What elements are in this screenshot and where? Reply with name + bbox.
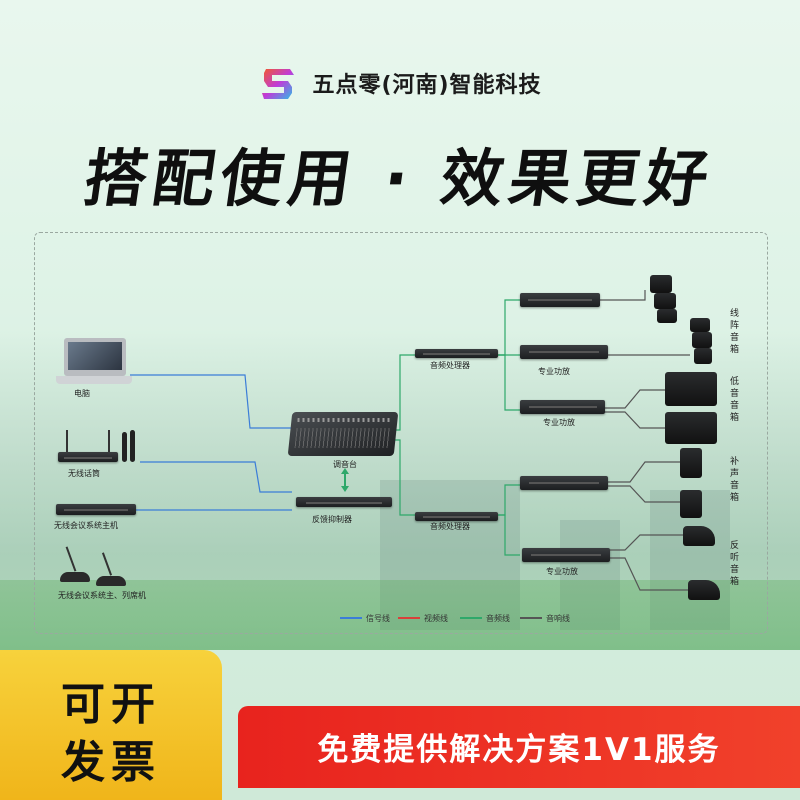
conference-host-label: 无线会议系统主机: [54, 521, 118, 530]
subwoofer-label: 低音音箱: [730, 377, 740, 423]
laptop-icon: [64, 338, 126, 376]
audio-line-dsp-top: [395, 354, 415, 431]
computer-label: 电脑: [74, 389, 90, 398]
amp-device: [520, 345, 608, 359]
monitor-label: 反听音箱: [730, 541, 740, 587]
amp-label-2: 专业功放: [543, 418, 575, 427]
legend-swatch: [340, 617, 362, 619]
microphone-icon: [130, 430, 135, 462]
line-array-speaker: [694, 348, 712, 364]
wireless-mic-label: 无线话筒: [68, 469, 100, 478]
monitor-speaker: [683, 526, 715, 546]
brand-logo-icon: [262, 69, 295, 99]
brand-header: 五点零(河南)智能科技: [0, 58, 800, 108]
legend-swatch: [520, 617, 542, 619]
service-offer-text: 免费提供解决方案1V1服务: [317, 732, 721, 768]
legend-item-signal: 信号线: [340, 612, 390, 624]
speaker-line: [610, 534, 685, 551]
audio-line-amp0: [498, 299, 520, 356]
dsp-bottom-device: [415, 512, 498, 521]
legend-label: 音频线: [486, 613, 510, 623]
legend-label: 视频线: [424, 613, 448, 623]
audio-line-amp3: [498, 484, 520, 516]
audio-line-amp4: [498, 514, 520, 556]
subwoofer-speaker: [665, 412, 717, 444]
bidirectional-arrow-icon: [341, 468, 349, 492]
audio-line-dsp-bottom: [395, 439, 415, 516]
fill-speaker: [680, 490, 702, 518]
amp-device: [522, 548, 610, 562]
diagram-frame: [34, 232, 768, 634]
line-array-speaker: [692, 332, 712, 348]
conference-unit-icon: [96, 576, 126, 586]
feedback-suppressor-device: [296, 497, 392, 507]
amp-device: [520, 476, 608, 490]
legend-swatch: [460, 617, 482, 619]
line-array-speaker: [654, 293, 676, 309]
amp-label-3: 专业功放: [546, 567, 578, 576]
speaker-line: [610, 557, 690, 591]
badge-line-2: 发票: [61, 737, 161, 788]
line-array-label: 线阵音箱: [730, 309, 740, 355]
subwoofer-speaker: [665, 372, 717, 406]
legend-swatch: [398, 617, 420, 619]
wireless-mic-device: [58, 430, 140, 466]
conference-unit-icon: [60, 572, 90, 582]
feedback-suppressor-label: 反馈抑制器: [312, 515, 352, 524]
service-offer-banner[interactable]: 免费提供解决方案1V1服务: [238, 706, 800, 788]
background-building: [380, 480, 520, 630]
legend-label: 信号线: [366, 613, 390, 623]
legend-item-speaker: 音响线: [520, 612, 570, 624]
badge-line-1: 可开: [61, 679, 161, 730]
line-array-speaker: [690, 318, 710, 332]
dsp-top-label: 音频处理器: [430, 361, 470, 370]
legend-label: 音响线: [546, 613, 570, 623]
speaker-line: [605, 411, 665, 429]
line-array-speaker: [657, 309, 677, 323]
amp-device: [520, 400, 605, 414]
background-field: [0, 580, 800, 650]
conference-units-device: [60, 546, 140, 586]
line-array-speaker: [650, 275, 672, 293]
dsp-bottom-label: 音频处理器: [430, 522, 470, 531]
speaker-line: [600, 290, 646, 301]
amp-device: [520, 293, 600, 307]
dsp-top-device: [415, 349, 498, 358]
microphone-icon: [122, 432, 127, 462]
background-building: [560, 520, 620, 630]
invoice-badge: 可开 发票: [0, 650, 222, 800]
signal-line-computer: [130, 374, 292, 429]
amp-label-1: 专业功放: [538, 367, 570, 376]
speaker-line: [605, 389, 665, 409]
monitor-speaker: [688, 580, 720, 600]
legend-item-audio: 音频线: [460, 612, 510, 624]
audio-line-amp2: [498, 354, 520, 411]
mixer-label: 调音台: [333, 460, 357, 469]
fill-speaker-label: 补声音箱: [730, 457, 740, 503]
mixer-device: [287, 412, 399, 456]
speaker-line: [608, 461, 680, 483]
speaker-line: [608, 485, 680, 503]
legend-item-video: 视频线: [398, 612, 448, 624]
conference-units-label: 无线会议系统主、列席机: [58, 591, 146, 600]
computer-device: [56, 338, 136, 386]
brand-name: 五点零(河南)智能科技: [312, 73, 542, 98]
conference-host-device: [56, 504, 136, 515]
signal-line-mic: [140, 461, 292, 493]
fill-speaker: [680, 448, 702, 478]
